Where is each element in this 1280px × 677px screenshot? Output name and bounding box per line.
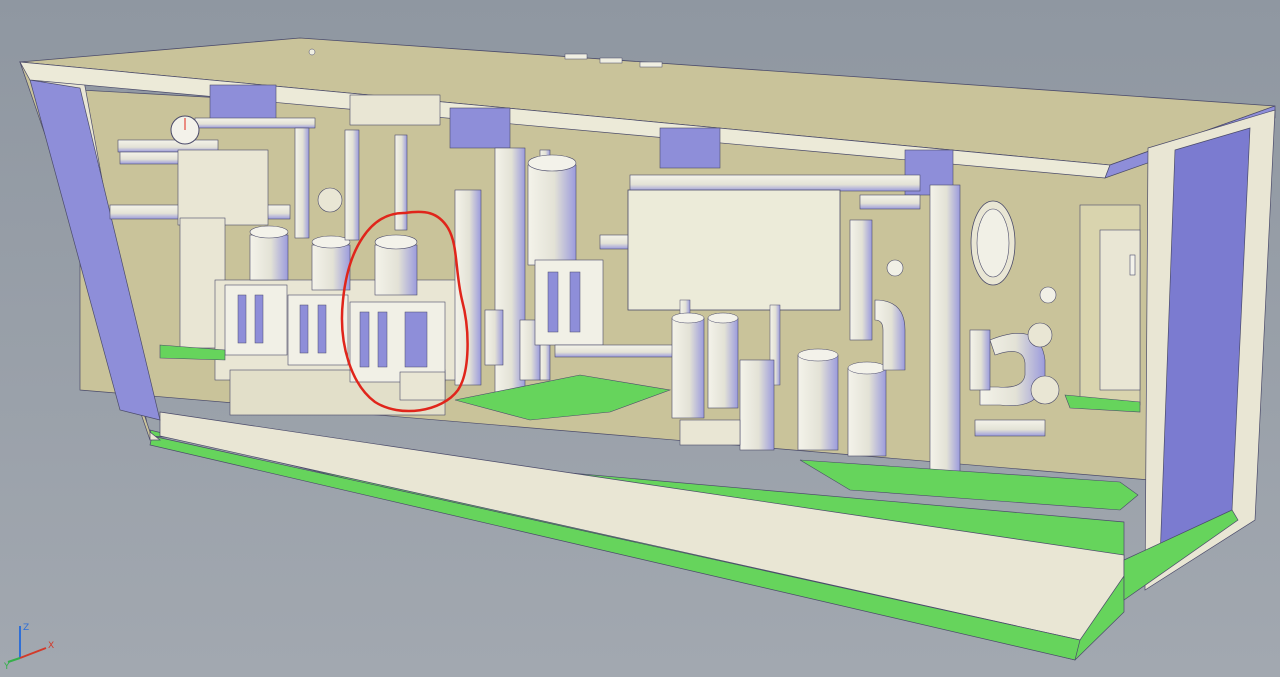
pump-2-slot xyxy=(317,304,327,354)
markup-circle xyxy=(340,210,469,413)
pump-1-slot xyxy=(254,294,264,344)
y-axis-line xyxy=(7,657,21,663)
pump-1-slot xyxy=(237,294,247,344)
left-end-blue xyxy=(29,79,161,421)
valve-body xyxy=(969,329,991,391)
valve-handwheel xyxy=(1039,286,1057,304)
pump-1-motor xyxy=(249,234,289,281)
floor-green-patch xyxy=(454,374,672,421)
pump-2-motor xyxy=(311,244,351,291)
column-right xyxy=(929,184,961,481)
filter-top xyxy=(707,312,739,324)
roof-hatch xyxy=(564,53,588,60)
floor-green-patch xyxy=(799,459,1139,511)
roof-hatch xyxy=(639,61,663,68)
tank-block xyxy=(177,149,269,226)
door-handle xyxy=(1129,254,1136,276)
ceiling-beam xyxy=(349,94,441,126)
ceiling-beam xyxy=(449,107,511,149)
valve-handwheel xyxy=(886,259,904,277)
filter-cylinder xyxy=(707,317,739,409)
z-axis-label: Z xyxy=(23,623,29,633)
pump-2-motor-top xyxy=(311,235,351,249)
pump-3-motor xyxy=(374,244,418,296)
center-pump-slot xyxy=(569,271,581,333)
pipe-horizontal xyxy=(629,174,921,192)
center-pump-top xyxy=(527,154,577,172)
y-axis-label: Y xyxy=(4,662,10,670)
pipe-vertical xyxy=(294,127,310,239)
x-axis-line xyxy=(19,647,47,659)
pipe-horizontal xyxy=(599,234,631,250)
filter-cylinder xyxy=(797,354,839,451)
pipe-vertical xyxy=(849,219,873,341)
floor-green-patch xyxy=(1064,394,1141,413)
manhole-inner xyxy=(976,208,1010,278)
pipe-flange xyxy=(1027,322,1053,348)
front-base-plate xyxy=(159,411,1125,641)
pipe-vertical xyxy=(344,129,360,241)
pipe-flange xyxy=(317,187,343,213)
filter-cylinder xyxy=(671,317,705,419)
axis-triad: Z X Y xyxy=(4,623,54,670)
filter-base xyxy=(679,419,741,446)
filter-top xyxy=(847,361,887,375)
pump-3-slot xyxy=(359,311,370,368)
pump-3-motor-top xyxy=(374,234,418,250)
cabinet-legs xyxy=(769,304,781,386)
pipe-horizontal xyxy=(554,344,676,358)
center-pump-frame xyxy=(534,259,604,346)
right-end-green xyxy=(1123,509,1239,601)
pump-1-motor-top xyxy=(249,225,289,239)
column-small xyxy=(484,309,504,366)
filter-top xyxy=(797,348,839,362)
pipe-horizontal xyxy=(974,419,1046,437)
pipe-elbow xyxy=(874,299,906,371)
pump-3-slot xyxy=(377,311,388,368)
floor-strip xyxy=(149,435,1081,661)
pipe-horizontal xyxy=(194,117,316,129)
filter-cylinder xyxy=(847,367,887,457)
filter-top xyxy=(671,312,705,324)
ceiling-beam xyxy=(659,127,721,169)
pump-2-slot xyxy=(299,304,309,354)
pump-3-foot xyxy=(399,371,446,401)
pipe-flange xyxy=(1030,375,1060,405)
pump-3-slot xyxy=(404,311,428,368)
filter-cylinder xyxy=(739,359,775,451)
pipe-vertical xyxy=(394,134,408,231)
roof-hatch xyxy=(599,57,623,64)
center-pump-motor xyxy=(527,164,577,266)
floor-green-patch xyxy=(159,344,226,361)
center-pump-slot xyxy=(547,271,559,333)
roof-vent xyxy=(308,48,316,56)
control-cabinet xyxy=(627,189,841,311)
pipe-horizontal xyxy=(859,194,921,210)
x-axis-label: X xyxy=(48,641,54,651)
door-panel xyxy=(1099,229,1141,391)
